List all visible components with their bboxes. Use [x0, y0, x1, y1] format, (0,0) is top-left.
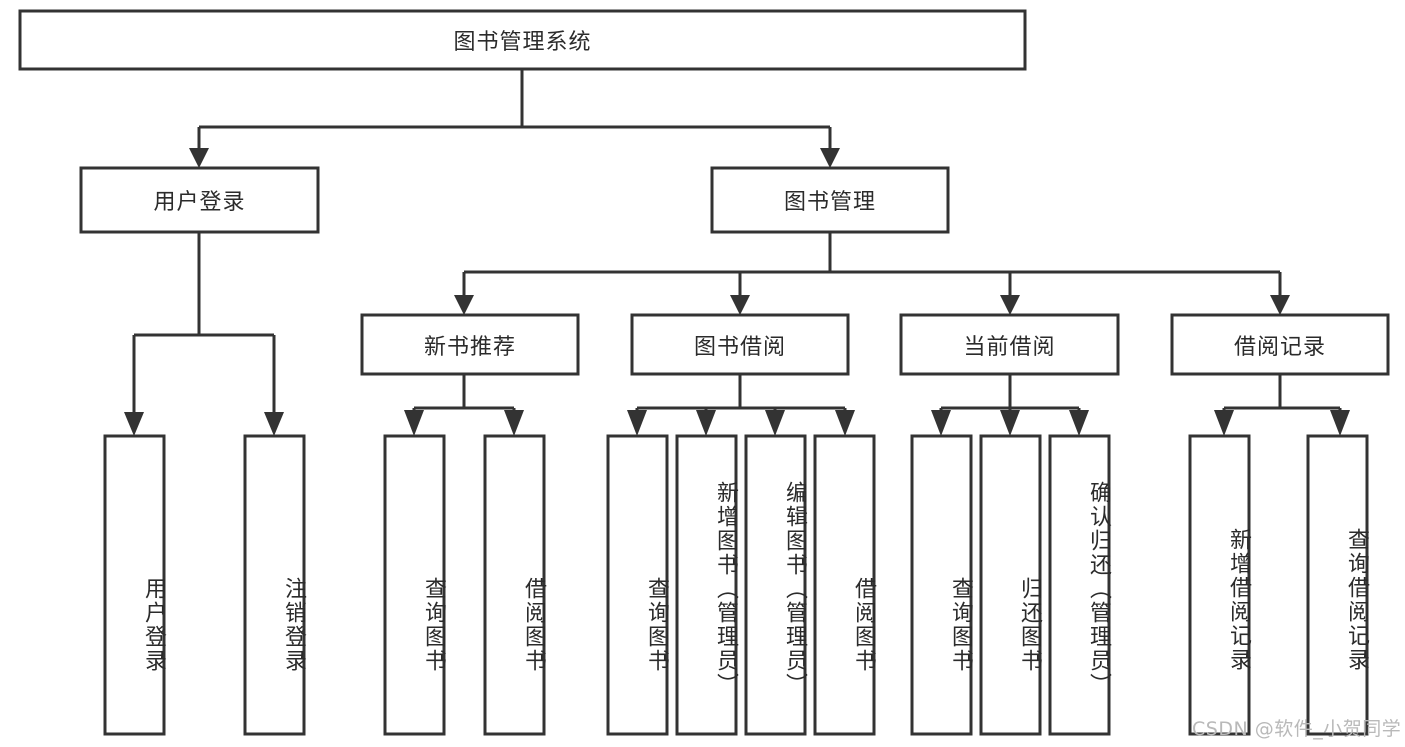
arrow-head-leaf-edit-book — [765, 410, 785, 436]
arrow-head-leaf-query-book-1 — [404, 410, 424, 436]
node-user-login-box[interactable] — [79, 166, 320, 234]
arrow-head-borrow-record — [1270, 295, 1290, 315]
arrow-head-leaf-user-login — [124, 412, 144, 436]
arrow-head-leaf-add-record — [1214, 410, 1234, 436]
arrow-head-leaf-user-logout — [264, 412, 284, 436]
arrow-head-new-book-rec — [454, 295, 474, 315]
arrow-head-leaf-borrow-book-1 — [504, 410, 524, 436]
arrow-head-leaf-return-book — [1000, 410, 1020, 436]
node-leaf-borrow-book-1-box[interactable] — [483, 434, 546, 736]
arrow-head-leaf-query-book-2 — [627, 410, 647, 436]
node-leaf-borrow-book-2-box[interactable] — [813, 434, 876, 736]
node-leaf-return-book-box[interactable] — [979, 434, 1042, 736]
arrow-head-leaf-borrow-book-2 — [835, 410, 855, 436]
node-leaf-query-book-1-box[interactable] — [383, 434, 446, 736]
arrow-head-leaf-query-record — [1330, 410, 1350, 436]
node-leaf-add-book-box[interactable] — [675, 434, 738, 736]
arrow-head-leaf-add-book — [696, 410, 716, 436]
arrow-head-book-manage — [820, 148, 840, 168]
node-leaf-query-record-box[interactable] — [1306, 434, 1369, 736]
node-leaf-user-logout-box[interactable] — [243, 434, 306, 736]
arrow-head-leaf-confirm-return — [1069, 410, 1089, 436]
node-leaf-edit-book-box[interactable] — [744, 434, 807, 736]
node-leaf-confirm-return-box[interactable] — [1048, 434, 1111, 736]
node-leaf-user-login-box[interactable] — [103, 434, 166, 736]
node-new-book-rec-box[interactable] — [360, 313, 580, 376]
node-leaf-add-record-box[interactable] — [1188, 434, 1251, 736]
arrow-head-leaf-query-book-3 — [931, 410, 951, 436]
node-book-manage-box[interactable] — [710, 166, 950, 234]
node-leaf-query-book-3-box[interactable] — [910, 434, 973, 736]
node-root-box[interactable] — [18, 9, 1027, 71]
arrow-head-book-borrow — [730, 295, 750, 315]
node-leaf-query-book-2-box[interactable] — [606, 434, 669, 736]
arrow-head-user-login — [189, 148, 209, 168]
node-book-borrow-box[interactable] — [630, 313, 850, 376]
arrow-head-current-borrow — [1000, 295, 1020, 315]
csdn-watermark: CSDN @软件_小贺同学 — [1192, 718, 1402, 740]
node-borrow-record-box[interactable] — [1170, 313, 1390, 376]
node-current-borrow-box[interactable] — [899, 313, 1120, 376]
